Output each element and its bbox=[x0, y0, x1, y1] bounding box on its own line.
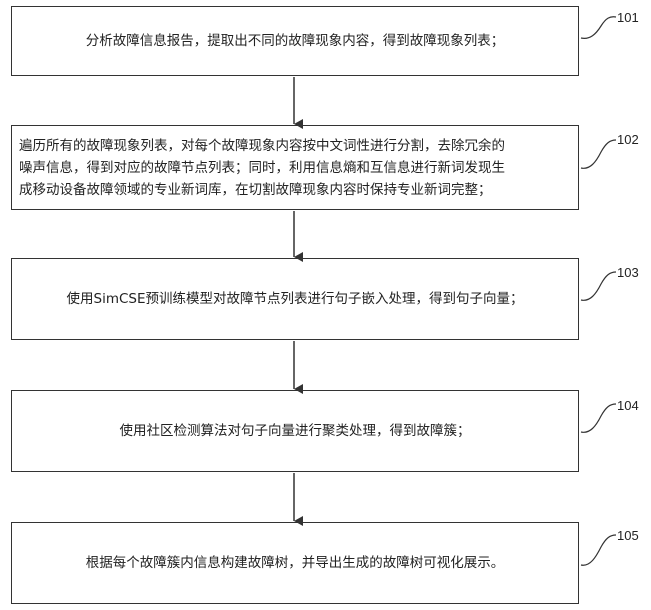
step-box-104: 使用社区检测算法对句子向量进行聚类处理，得到故障簇； bbox=[11, 390, 579, 472]
step-text-105: 根据每个故障簇内信息构建故障树，并导出生成的故障树可视化展示。 bbox=[85, 555, 505, 571]
step-text-102-line-3: 成移动设备故障领域的专业新词库，在切割故障现象内容时保持专业新词完整； bbox=[19, 181, 492, 198]
step-text-101: 分析故障信息报告，提取出不同的故障现象内容，得到故障现象列表； bbox=[85, 33, 505, 49]
step-label-101: 101 bbox=[617, 10, 639, 25]
leader-101 bbox=[580, 16, 617, 39]
step-box-101: 分析故障信息报告，提取出不同的故障现象内容，得到故障现象列表； bbox=[11, 6, 579, 76]
leader-103 bbox=[580, 271, 617, 301]
step-box-105: 根据每个故障簇内信息构建故障树，并导出生成的故障树可视化展示。 bbox=[11, 522, 579, 604]
step-text-104: 使用社区检测算法对句子向量进行聚类处理，得到故障簇； bbox=[119, 423, 471, 439]
step-label-103: 103 bbox=[617, 265, 639, 280]
step-text-103: 使用SimCSE预训练模型对故障节点列表进行句子嵌入处理，得到句子向量； bbox=[66, 291, 524, 307]
step-box-102: 遍历所有的故障现象列表，对每个故障现象内容按中文词性进行分割，去除冗余的 噪声信… bbox=[11, 125, 579, 210]
step-text-102-line-1: 遍历所有的故障现象列表，对每个故障现象内容按中文词性进行分割，去除冗余的 bbox=[19, 137, 505, 154]
step-label-102: 102 bbox=[617, 132, 639, 147]
leader-102 bbox=[580, 139, 617, 169]
step-text-102-line-2: 噪声信息，得到对应的故障节点列表；同时，利用信息熵和互信息进行新词发现生 bbox=[19, 159, 505, 176]
label-leaders bbox=[580, 16, 617, 566]
step-text-102: 遍历所有的故障现象列表，对每个故障现象内容按中文词性进行分割，去除冗余的 噪声信… bbox=[12, 135, 578, 201]
step-label-104: 104 bbox=[617, 398, 639, 413]
step-label-105: 105 bbox=[617, 528, 639, 543]
leader-105 bbox=[580, 534, 617, 566]
leader-104 bbox=[580, 403, 617, 433]
